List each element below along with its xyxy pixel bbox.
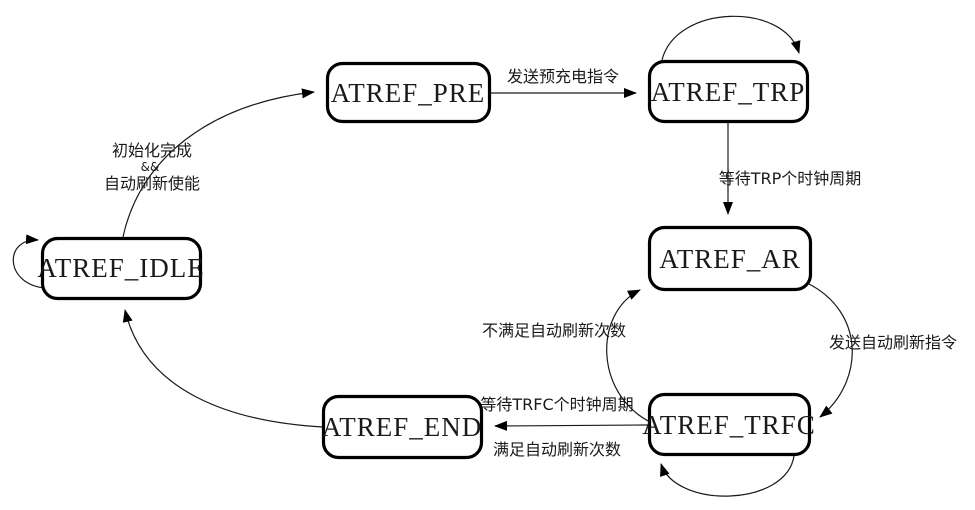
edge-label-line: 自动刷新使能	[104, 174, 200, 193]
state-label: ATREF_TRFC	[642, 410, 816, 440]
edge-trfc-to-end	[494, 420, 649, 431]
edge-label-idle-to-pre: 初始化完成 && 自动刷新使能	[104, 141, 200, 193]
state-box	[321, 394, 484, 460]
edge-label-line: &&	[141, 160, 160, 174]
edge-ar-to-trfc	[806, 282, 853, 418]
state-node-atref-ar: ATREF_AR	[647, 225, 813, 292]
edge-label-trfc-to-ar: 不满足自动刷新次数	[482, 321, 626, 340]
state-label: ATREF_END	[322, 412, 483, 442]
state-box	[647, 59, 810, 124]
edge-label-line: 初始化完成	[112, 141, 192, 160]
state-node-atref-trp: ATREF_TRP	[647, 59, 810, 124]
state-node-atref-pre: ATREF_PRE	[325, 61, 492, 124]
edge-label-ar-to-trfc: 发送自动刷新指令	[829, 333, 957, 352]
edge-label-pre-to-trp: 发送预充电指令	[507, 67, 619, 86]
edge-idle-self-loop	[12, 234, 46, 289]
edge-trp-self-loop	[661, 15, 801, 61]
state-node-atref-trfc: ATREF_TRFC	[642, 392, 816, 457]
state-label: ATREF_TRP	[651, 77, 806, 107]
edge-idle-to-pre	[122, 88, 315, 238]
edge-label-trfc-to-end-done: 满足自动刷新次数	[493, 440, 621, 459]
edge-trfc-self-loop	[660, 455, 795, 497]
state-box	[647, 392, 812, 457]
edge-label-trp-to-ar: 等待TRP个时钟周期	[719, 169, 862, 188]
state-label: ATREF_IDLE	[37, 253, 205, 283]
state-box	[40, 236, 203, 301]
edge-label-trfc-to-end-wait: 等待TRFC个时钟周期	[480, 395, 633, 414]
state-box	[325, 61, 492, 124]
state-box	[647, 225, 813, 292]
state-node-atref-idle: ATREF_IDLE	[37, 236, 205, 301]
state-label: ATREF_PRE	[331, 78, 486, 108]
state-node-atref-end: ATREF_END	[321, 394, 484, 460]
state-label: ATREF_AR	[659, 244, 801, 274]
edge-end-to-idle	[122, 309, 324, 428]
edge-trfc-to-ar	[606, 289, 651, 423]
